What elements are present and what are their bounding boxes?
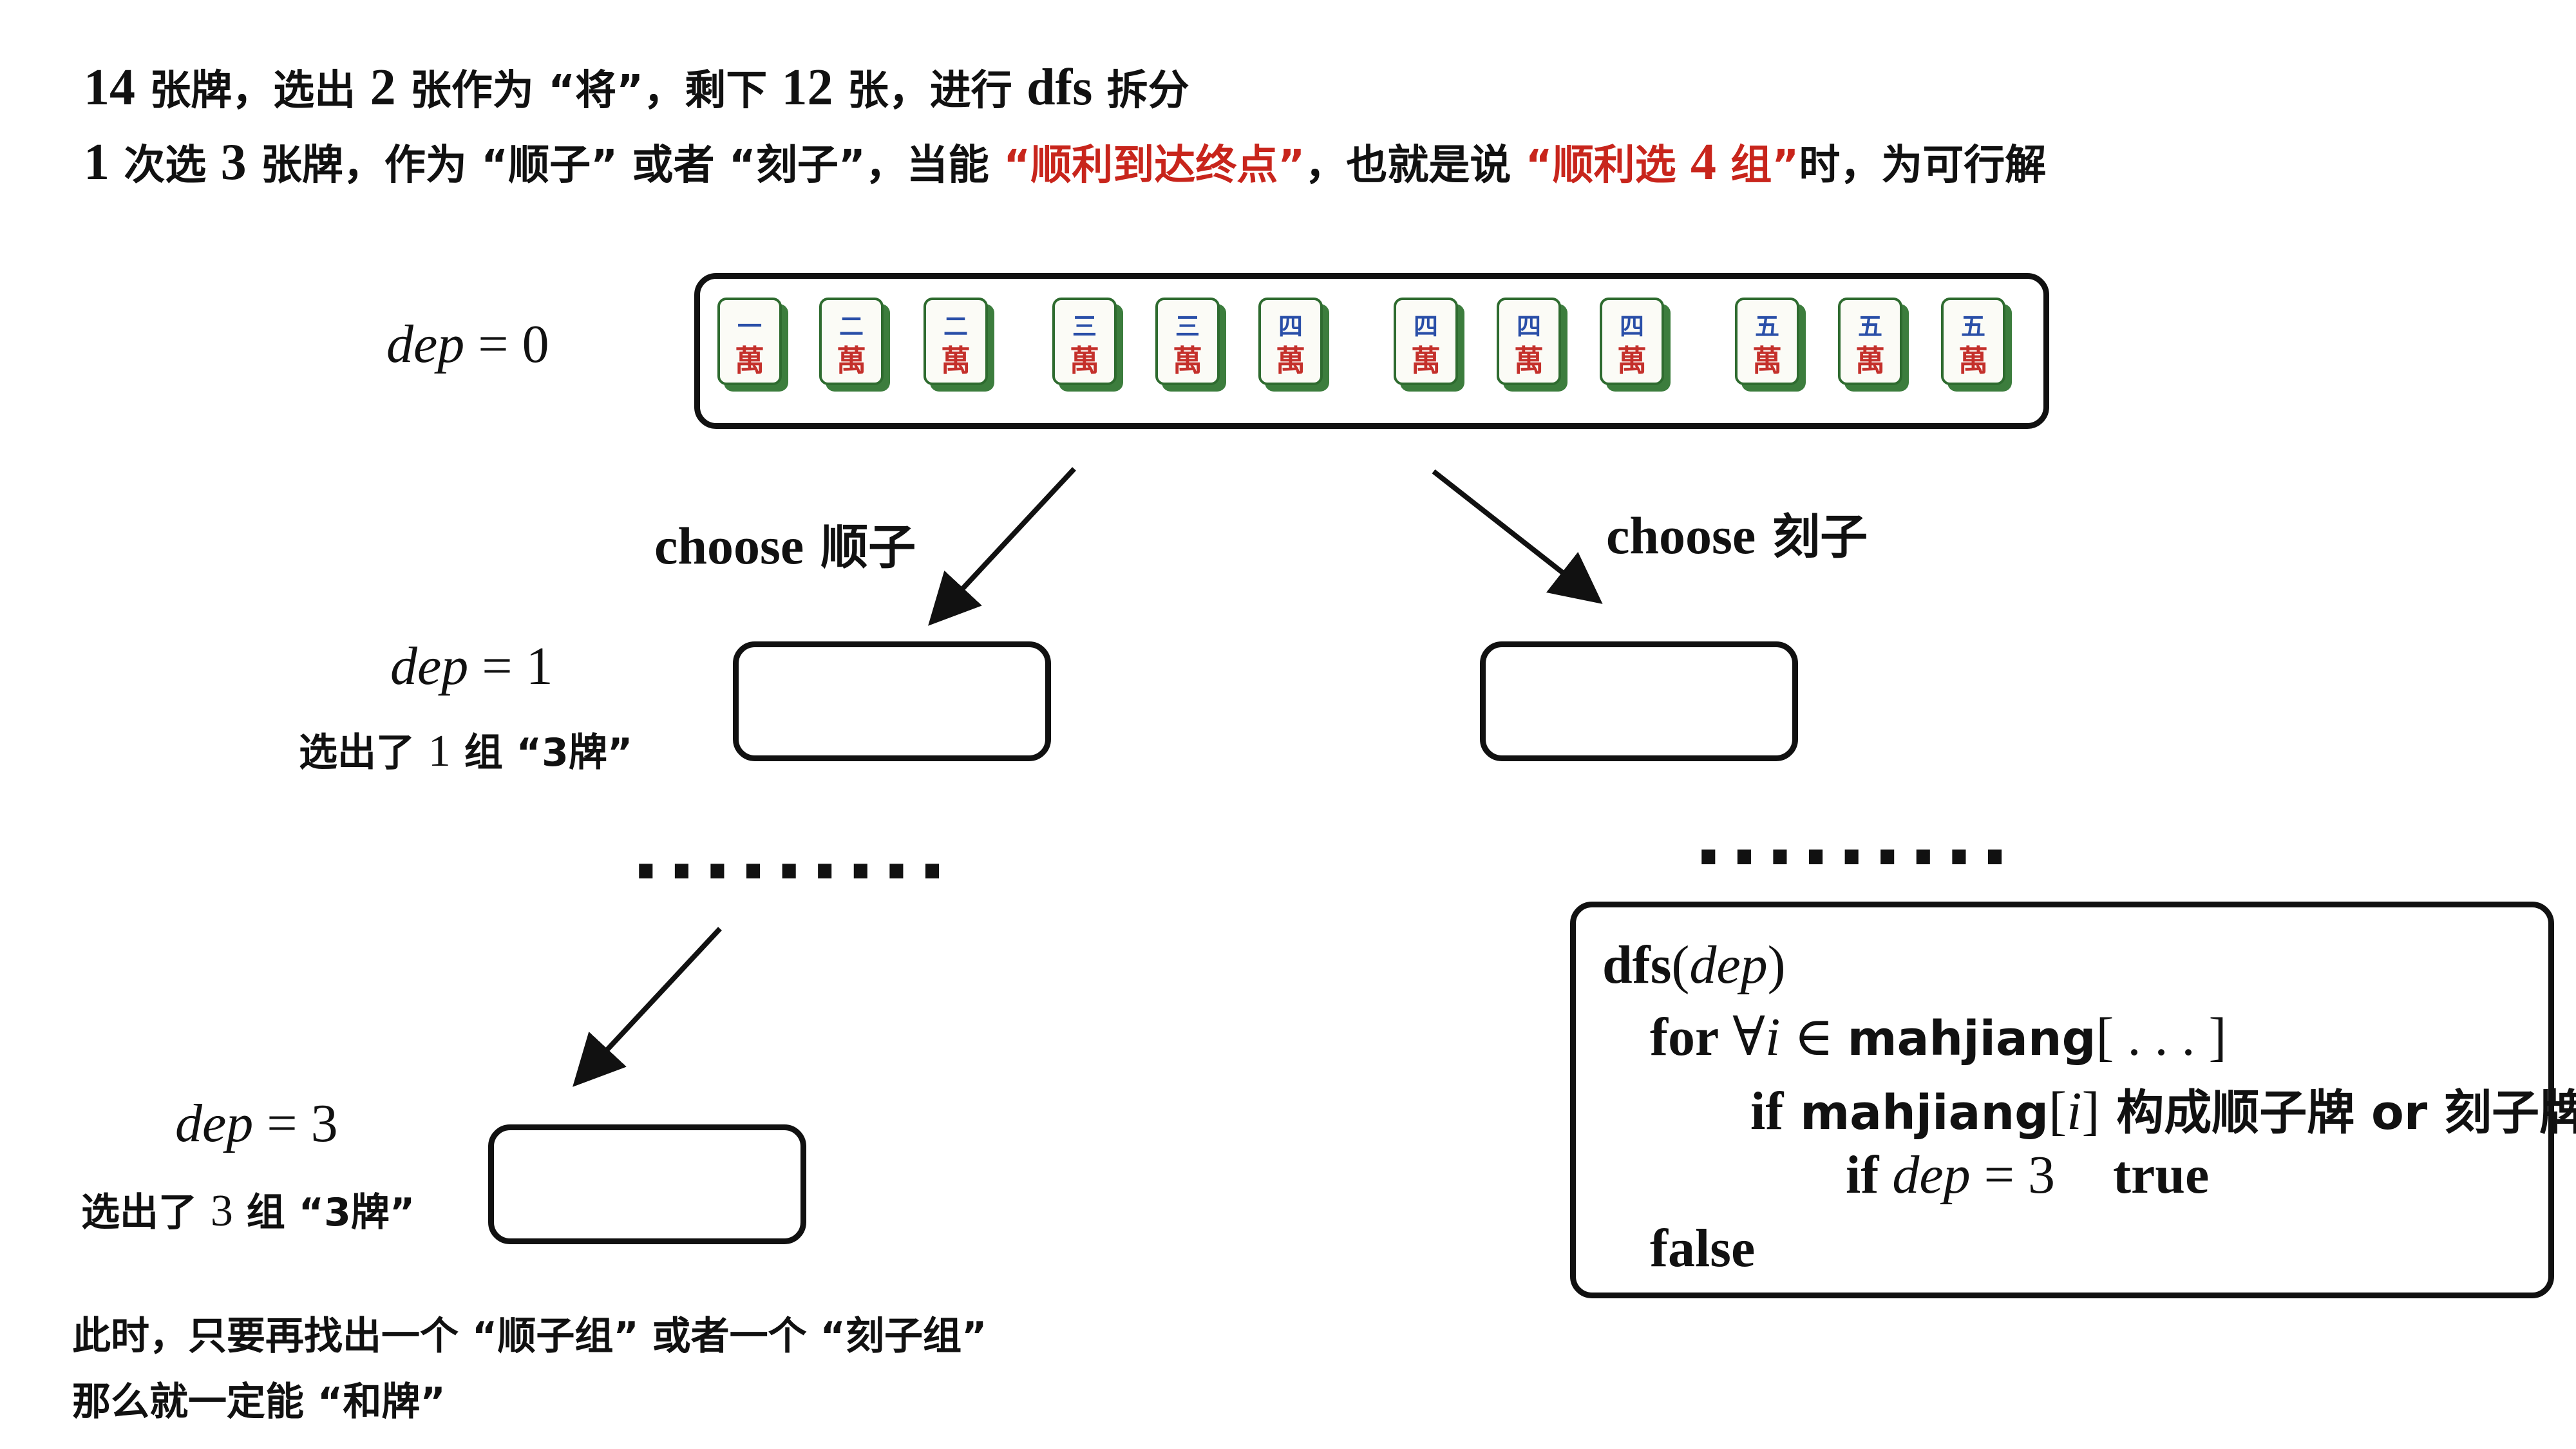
ellipsis-right: .........	[1694, 793, 2016, 883]
header-line-2: 1 次选 3 张牌，作为 “顺子” 或者 “刻子”，当能 “顺利到达终点”，也就…	[84, 134, 2047, 191]
tile-5wan: 五萬	[1838, 298, 1910, 394]
choose-shunzi-label: choose 顺子	[654, 516, 916, 575]
pseudocode-box	[1570, 902, 2554, 1298]
code-line-if-form: if mahjiang[i] 构成顺子牌 or 刻子牌	[1750, 1081, 2576, 1141]
dep1-box-left	[733, 641, 1051, 761]
tile-5wan: 五萬	[1941, 298, 2013, 394]
arrow-to-dep3	[573, 927, 722, 1087]
tile-2wan: 二萬	[819, 298, 891, 394]
tile-2wan: 二萬	[923, 298, 996, 394]
bottom-note-2: 那么就一定能 “和牌”	[72, 1379, 446, 1425]
dep3-note: 选出了 3 组 “3牌”	[81, 1186, 415, 1236]
code-line-false: false	[1650, 1218, 1756, 1278]
dep3-box	[488, 1124, 806, 1244]
arrow-choose-shunzi	[928, 467, 1076, 626]
tile-4wan: 四萬	[1394, 298, 1466, 394]
choose-kezi-label: choose 刻子	[1606, 506, 1868, 565]
tile-1wan: 一萬	[717, 298, 790, 394]
tile-3wan: 三萬	[1052, 298, 1124, 394]
dep1-label: dep = 1	[390, 636, 553, 696]
dep1-box-right	[1480, 641, 1798, 761]
highlight-four-groups: “顺利选 4 组”	[1525, 134, 1799, 191]
dep0-label: dep = 0	[386, 314, 549, 374]
dep1-note: 选出了 1 组 “3牌”	[299, 726, 633, 776]
ellipsis-left: .........	[631, 808, 954, 897]
tile-4wan: 四萬	[1258, 298, 1331, 394]
code-line-dfs: dfs(dep)	[1602, 935, 1786, 995]
arrow-choose-kezi	[1432, 469, 1603, 604]
header-line-1: 14 张牌，选出 2 张作为 “将”，剩下 12 张，进行 dfs 拆分	[84, 59, 1189, 116]
tile-3wan: 三萬	[1155, 298, 1227, 394]
tile-4wan: 四萬	[1600, 298, 1672, 394]
tile-5wan: 五萬	[1735, 298, 1807, 394]
bottom-note-1: 此时，只要再找出一个 “顺子组” 或者一个 “刻子组”	[72, 1314, 987, 1359]
tile-hand-box	[694, 273, 2049, 429]
tile-4wan: 四萬	[1497, 298, 1569, 394]
dep3-label: dep = 3	[175, 1094, 338, 1153]
highlight-reach-end: “顺利到达终点”	[1003, 142, 1305, 189]
code-line-for: for ∀i ∈ mahjiang[ . . . ]	[1650, 1007, 2227, 1067]
